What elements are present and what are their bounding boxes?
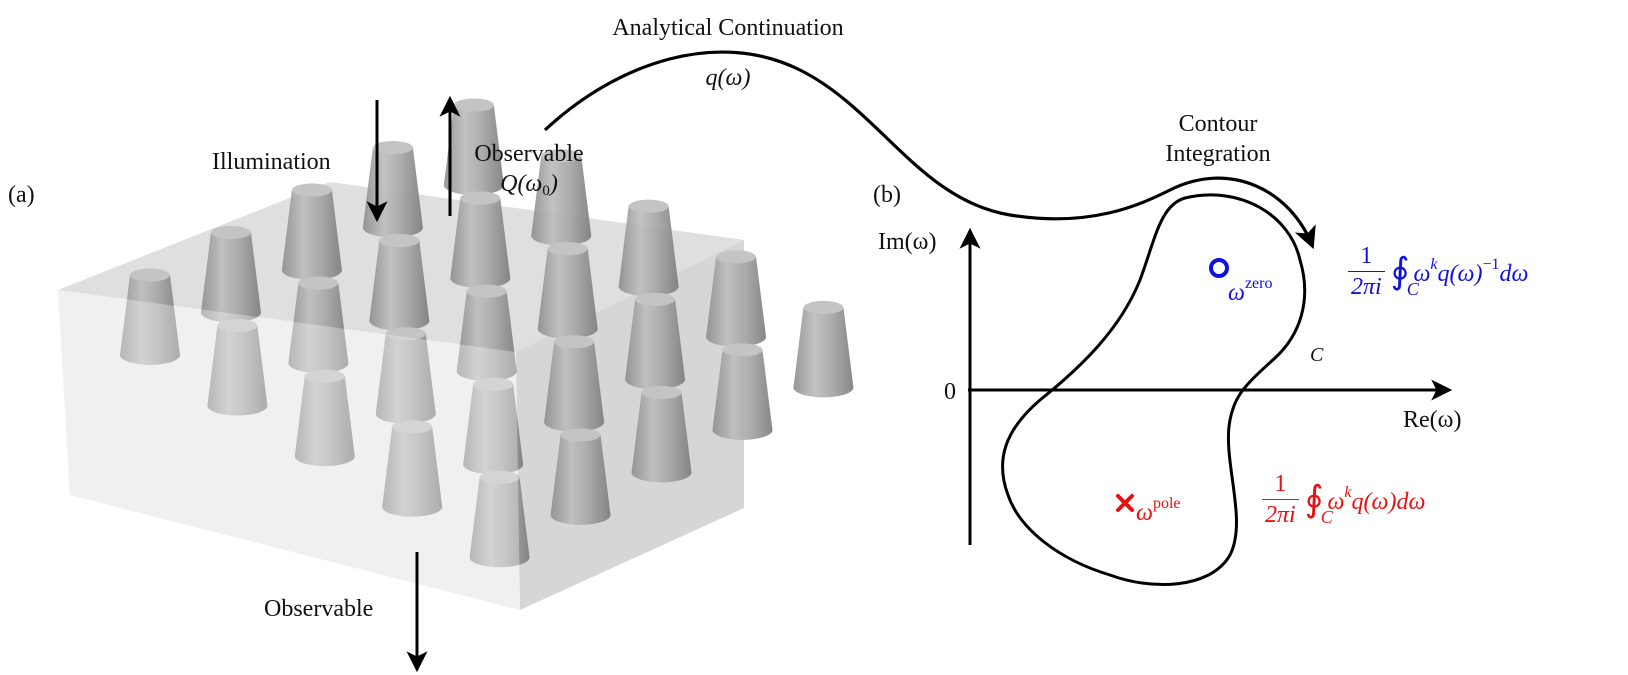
pillar bbox=[207, 319, 268, 416]
pillar bbox=[294, 369, 355, 467]
pole-frac-den: 2πi bbox=[1262, 499, 1299, 527]
contour-integration-label: Contour Integration bbox=[1138, 112, 1298, 166]
analytic-label: Analytical Continuation bbox=[612, 15, 844, 41]
analytic-continuation-curve bbox=[543, 50, 1316, 250]
pole-contour-integral: ∮C bbox=[1304, 478, 1333, 527]
pillar bbox=[450, 191, 511, 289]
pillar-array bbox=[120, 98, 854, 568]
y-axis-label: Im(ω) bbox=[878, 229, 937, 255]
origin-label: 0 bbox=[944, 379, 956, 405]
zero-frac-num: 1 bbox=[1360, 243, 1373, 269]
zero-int-power: k bbox=[1430, 256, 1438, 273]
pole-formula: 1 2πi ∮C ωkq(ω)dω bbox=[1262, 472, 1425, 527]
pillar bbox=[288, 276, 349, 374]
pillar bbox=[463, 377, 524, 475]
pole-integrand: ωkq(ω)dω bbox=[1327, 484, 1426, 515]
pillar bbox=[537, 242, 598, 339]
observable-top-block: Observable Q(ω0) bbox=[459, 142, 599, 199]
contour-c-label: C bbox=[1310, 344, 1324, 366]
observable-bottom-label: Observable bbox=[264, 596, 374, 622]
pillar bbox=[793, 300, 854, 398]
illumination-label: Illumination bbox=[212, 149, 331, 175]
pillar bbox=[531, 149, 592, 246]
pole-int-rest: q(ω)dω bbox=[1351, 489, 1426, 515]
pillar bbox=[544, 335, 605, 432]
pillar bbox=[456, 284, 517, 382]
pillar bbox=[362, 140, 423, 238]
pillar bbox=[618, 199, 679, 297]
pillar bbox=[625, 292, 686, 390]
pole-contour-sub: C bbox=[1320, 506, 1333, 527]
pole-int-power: k bbox=[1344, 484, 1352, 501]
pillar bbox=[120, 268, 180, 365]
pillar bbox=[375, 327, 436, 424]
pole-omega: ω bbox=[1136, 500, 1153, 526]
zero-integrand: ωkq(ω)−1dω bbox=[1413, 256, 1529, 287]
pole-frac-num: 1 bbox=[1274, 471, 1287, 497]
analytic-quantity: q(ω) bbox=[705, 65, 751, 91]
pillar bbox=[443, 98, 504, 195]
x-axis-label: Re(ω) bbox=[1403, 407, 1462, 433]
zero-contour-integral: ∮C bbox=[1390, 250, 1419, 299]
pillar bbox=[200, 225, 261, 323]
zero-int-rest: q(ω) bbox=[1437, 261, 1483, 287]
pillar bbox=[469, 470, 530, 568]
zero-int-omega: ω bbox=[1413, 261, 1431, 287]
zero-marker bbox=[1209, 258, 1229, 278]
zero-formula: 1 2πi ∮C ωkq(ω)−1dω bbox=[1348, 244, 1528, 299]
pillar bbox=[550, 428, 611, 525]
zero-contour-sub: C bbox=[1406, 278, 1419, 299]
pillar bbox=[382, 420, 443, 517]
zero-fraction: 1 2πi bbox=[1348, 244, 1385, 299]
pole-sup: pole bbox=[1152, 495, 1181, 512]
contour-c bbox=[1001, 193, 1307, 586]
pillar bbox=[281, 183, 342, 280]
pillar bbox=[712, 343, 773, 440]
pillar bbox=[706, 250, 767, 347]
observable-top-label: Observable bbox=[474, 141, 584, 167]
zero-label: ωzero bbox=[1228, 275, 1273, 306]
zero-int-measure: dω bbox=[1499, 261, 1529, 287]
pillar bbox=[631, 385, 692, 483]
pole-fraction: 1 2πi bbox=[1262, 472, 1299, 527]
zero-frac-den: 2πi bbox=[1348, 271, 1385, 299]
pillar bbox=[369, 234, 430, 331]
contour-label-line2: Integration bbox=[1165, 141, 1271, 167]
panel-a-tag: (a) bbox=[8, 182, 35, 208]
pole-marker bbox=[1116, 494, 1134, 512]
pole-int-omega: ω bbox=[1327, 489, 1345, 515]
slab-overlay bbox=[58, 290, 520, 610]
zero-omega: ω bbox=[1228, 280, 1245, 306]
panel-b-tag: (b) bbox=[873, 182, 901, 208]
pole-label: ωpole bbox=[1136, 495, 1181, 526]
contour-label-line1: Contour bbox=[1178, 111, 1258, 137]
observable-top-quantity: Q(ω0) bbox=[500, 171, 558, 199]
zero-int-inv: −1 bbox=[1482, 256, 1500, 273]
zero-sup: zero bbox=[1244, 275, 1273, 292]
